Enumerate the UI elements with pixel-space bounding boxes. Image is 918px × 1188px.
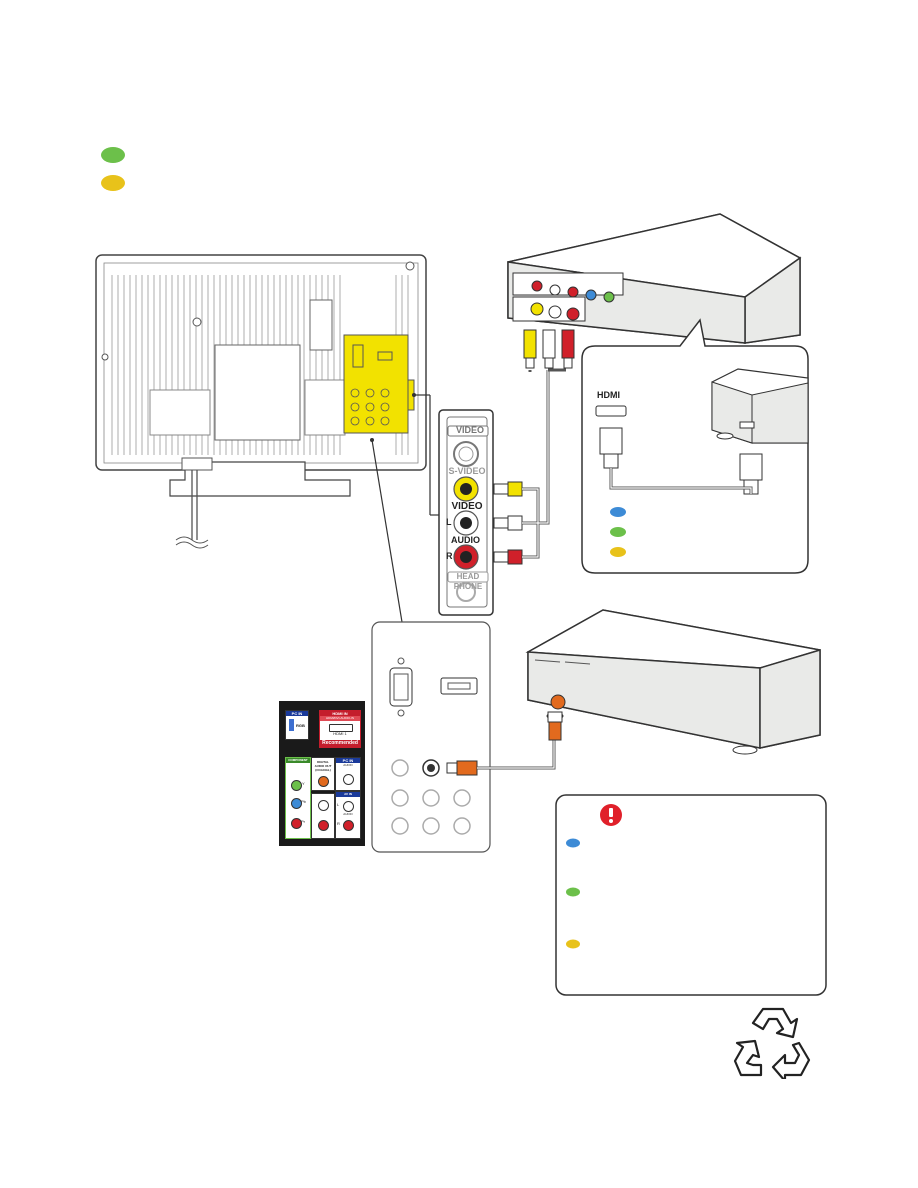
- hdmi-label: HDMI: [597, 390, 620, 400]
- av-audio-label: AUDIO: [343, 812, 353, 816]
- side-video-title: VIDEO: [455, 425, 484, 435]
- hdmi-in-title: HDMI IN: [320, 711, 360, 716]
- av-in-title: AV IN: [336, 792, 360, 797]
- component-audio-block: [311, 793, 335, 839]
- side-l-label: L: [446, 517, 452, 527]
- hdmi-callout: [581, 318, 809, 574]
- av-r-label: R: [337, 821, 340, 826]
- component-title: COMPONENT: [286, 758, 310, 763]
- rgb-label: RGB: [296, 723, 305, 728]
- av-in-block: AV IN L R AUDIO: [335, 791, 361, 839]
- pc-in-audio-label: AUDIO: [343, 763, 353, 767]
- warning-box: [555, 794, 827, 996]
- rear-panel-inset: PC IN RGB HDMI IN HDMI/DVI-AUDIO-IN HDMI…: [279, 701, 365, 846]
- side-svideo-label: S-VIDEO: [448, 466, 486, 476]
- digital-audio-out-label: DIGITAL AUDIO OUT (COAXIAL): [314, 760, 332, 772]
- side-headphone-label: HEAD PHONE: [453, 572, 483, 591]
- hdmi-port-label: HDMI 1: [333, 731, 347, 736]
- pc-in-block: PC IN RGB: [285, 710, 309, 740]
- av-l-label: L: [337, 802, 340, 807]
- hdmi-block: HDMI IN HDMI/DVI-AUDIO-IN HDMI 1 Recomme…: [319, 710, 361, 748]
- pc-in-audio-title: PC IN: [336, 758, 360, 763]
- legend-dot-green: [101, 147, 125, 163]
- pb-label: Pb: [301, 799, 306, 804]
- side-r-label: R: [446, 551, 453, 561]
- digital-audio-out-block: DIGITAL AUDIO OUT (COAXIAL): [311, 757, 335, 791]
- amplifier: [525, 609, 821, 755]
- component-block: COMPONENT Y Pb Pr: [285, 757, 311, 839]
- rear-terminal-panel: [371, 621, 556, 853]
- pc-in-audio-block: PC IN AUDIO: [335, 757, 361, 791]
- hdmi-sub-label: HDMI/DVI-AUDIO-IN: [320, 716, 360, 721]
- pr-label: Pr: [301, 819, 305, 824]
- tv-back: [95, 254, 427, 549]
- y-label: Y: [302, 781, 305, 786]
- legend-dot-yellow: [101, 175, 125, 191]
- side-audio-label: AUDIO: [451, 535, 480, 545]
- side-video-label: VIDEO: [451, 501, 483, 512]
- side-av-panel: [438, 409, 494, 616]
- dvd-player-top: [507, 213, 802, 369]
- pc-in-title: PC IN: [286, 711, 308, 716]
- warning-icon: [600, 804, 622, 826]
- rca-cable-side: [493, 368, 566, 565]
- recommended-label: Recommended: [320, 740, 360, 747]
- recycle-icon: [733, 1007, 811, 1079]
